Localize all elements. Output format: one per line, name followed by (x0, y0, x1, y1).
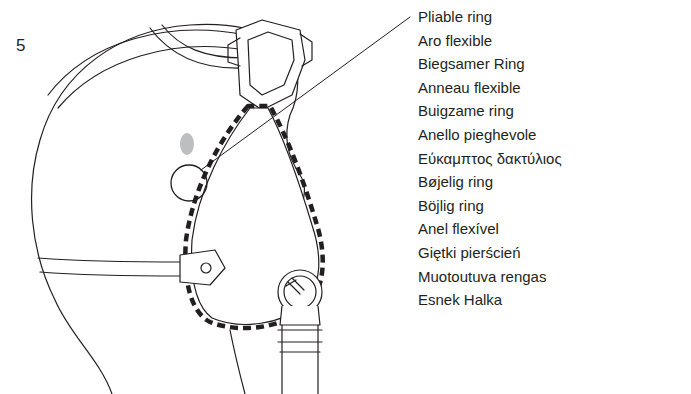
leader-line (201, 17, 410, 170)
forehead-pad (248, 32, 294, 95)
part-name: Pliable ring (418, 8, 492, 26)
eye (180, 133, 194, 155)
part-name: Anel flexível (418, 220, 499, 238)
part-name: Muotoutuva rengas (418, 268, 546, 286)
lower-strap (38, 258, 185, 262)
elbow-ring (284, 276, 316, 308)
part-name: Biegsamer Ring (418, 55, 525, 73)
part-name: Bøjelig ring (418, 173, 493, 191)
part-name: Giętki pierścień (418, 244, 521, 262)
lower-clip (180, 250, 225, 285)
part-name: Buigzame ring (418, 102, 514, 120)
lower-strap (40, 272, 185, 276)
part-name: Aro flexible (418, 32, 492, 50)
figure-number: 5 (16, 36, 25, 56)
part-name: Εύκαμπτος δακτύλιος (418, 150, 562, 168)
exhaust-port (286, 278, 304, 294)
crown-strap (150, 28, 245, 68)
forehead-clip (228, 38, 240, 66)
forehead-clip (300, 34, 312, 66)
tube-swivel (278, 330, 322, 352)
part-name: Esnek Halka (418, 291, 502, 309)
crown-strap (162, 25, 245, 58)
pliable-ring (185, 106, 322, 328)
neck-front (230, 330, 245, 394)
elbow-body (280, 306, 320, 325)
part-name: Anello pieghevole (418, 126, 536, 144)
clip-hole (201, 263, 211, 273)
callout-circle (171, 165, 207, 201)
part-name: Böjlig ring (418, 197, 484, 215)
top-strap (48, 30, 245, 95)
forehead-support (236, 20, 305, 110)
tube (282, 325, 318, 394)
part-name: Anneau flexible (418, 79, 521, 97)
